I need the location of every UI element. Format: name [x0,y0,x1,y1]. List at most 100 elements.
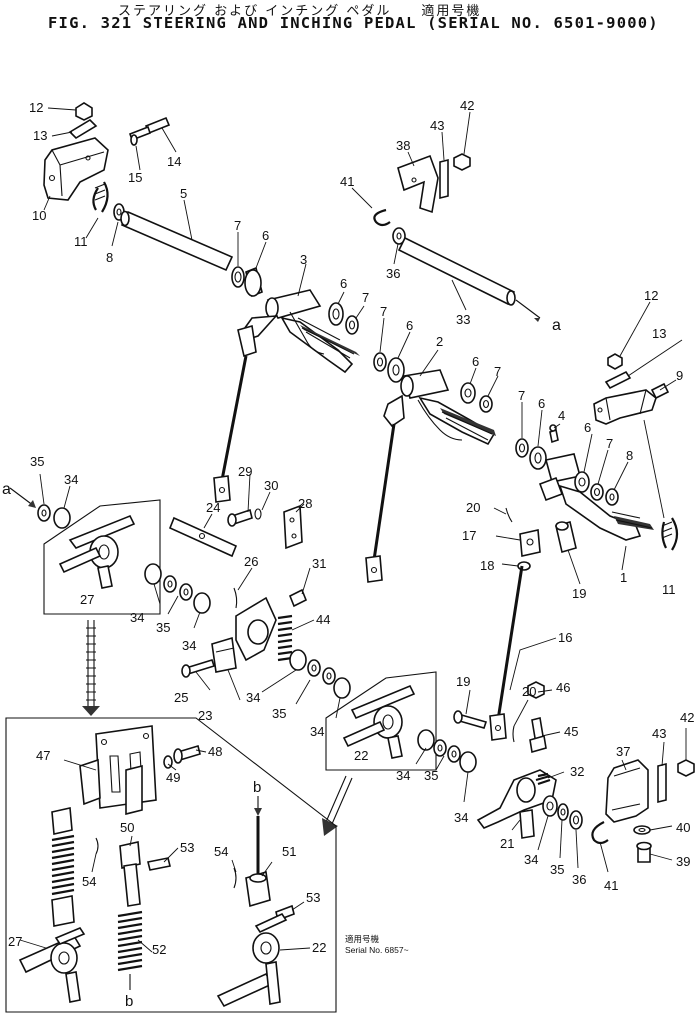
bushing-34g [459,751,477,773]
callout-6: 6 [472,354,479,369]
shaft-33 [397,236,541,322]
callout-13: 13 [33,128,47,143]
pin-19a [555,520,577,554]
callout-50: 50 [120,820,134,835]
cotter-54a [95,837,99,855]
callout-20: 20 [522,684,536,699]
callout-27: 27 [80,592,94,607]
bracket-37 [605,759,649,823]
callout-b: b [125,993,133,1010]
callout-53: 53 [306,890,320,905]
callout-15: 15 [128,170,142,185]
callout-39: 39 [676,854,690,869]
callout-35: 35 [30,454,44,469]
callout-19: 19 [572,586,586,601]
callout-12: 12 [29,100,43,115]
callout-29: 29 [238,464,252,479]
callout-34: 34 [396,768,410,783]
serial-note-jp: 適用号機 [345,934,380,944]
callout-2: 2 [436,334,443,349]
bolt-45 [529,717,547,754]
callout-34: 34 [524,852,538,867]
callout-36: 36 [386,266,400,281]
rod-51 [245,816,271,908]
callout-47: 47 [36,748,50,763]
callout-35: 35 [272,706,286,721]
bracket-9 [593,389,657,425]
bushing-34e [333,677,351,699]
callout-43: 43 [652,726,666,741]
rod-center [365,423,396,583]
callout-38: 38 [396,138,410,153]
callout-5: 5 [180,186,187,201]
callout-37: 37 [616,744,630,759]
callout-25: 25 [174,690,188,705]
bearing-34h [542,795,558,817]
washer-30 [254,508,262,520]
bushing-6f [574,471,590,493]
pedal-1 [538,453,654,541]
callout-6: 6 [584,420,591,435]
callout-52: 52 [152,942,166,957]
callout-28: 28 [298,496,312,511]
bolt-39 [636,841,652,863]
pin-20b [512,725,515,743]
callout-35: 35 [424,768,438,783]
bushing-6c [387,357,405,383]
rod-16 [489,565,524,741]
callout-7: 7 [606,436,613,451]
serial-note-number: Serial No. 6857~ [345,945,409,955]
inset-box-22 [325,671,437,771]
callout-7: 7 [380,304,387,319]
arrow-a-left [9,487,35,507]
cotter-26 [233,587,238,609]
bracket-38 [397,154,439,214]
callout-11: 11 [662,582,676,597]
washer-35c2 [322,667,336,685]
callout-34: 34 [182,638,196,653]
nut-42b [677,759,695,777]
bushing-35a [37,504,51,522]
plate-43a [439,158,449,200]
bearing-7d [479,395,493,413]
u-bolt-11a [92,181,109,213]
callout-53: 53 [180,840,194,855]
title-japanese: ステアリング および インチング ペダル 適用号機 [118,4,482,19]
plate-28 [283,504,303,550]
pedal-3 [241,289,360,374]
leader-lines [19,107,687,953]
callout-9: 9 [676,368,683,383]
callout-6: 6 [262,228,269,243]
nut-18 [517,561,531,571]
callout-22: 22 [354,748,368,763]
cotter-20a [505,507,513,523]
lever-27-detail [18,927,86,1003]
callout-46: 46 [556,680,570,695]
callout-34: 34 [130,610,144,625]
lever-21 [476,769,557,839]
callout-54: 54 [82,874,96,889]
callout-23: 23 [198,708,212,723]
bolt-19b [453,710,488,729]
callout-14: 14 [167,154,181,169]
inset-box-27 [43,499,161,615]
washer-36a [392,227,406,245]
plate-43b [657,762,667,804]
bolt-48 [173,744,201,764]
callout-13: 13 [652,326,666,341]
nut-46 [527,681,545,699]
callout-12: 12 [644,288,658,303]
figure-title: FIG. 321 STEERING AND INCHING PEDAL (SER… [48,14,659,32]
plate-13a [68,118,98,140]
washer-35e [557,803,569,821]
arrow-down-center [322,775,353,836]
callout-1: 1 [620,570,627,585]
callout-42: 42 [680,710,694,725]
bearing-7f [590,483,604,501]
washer-35d2 [447,745,461,763]
bushing-6a [244,266,263,298]
callout-34: 34 [310,724,324,739]
callout-34: 34 [454,810,468,825]
bracket-10 [43,137,109,201]
